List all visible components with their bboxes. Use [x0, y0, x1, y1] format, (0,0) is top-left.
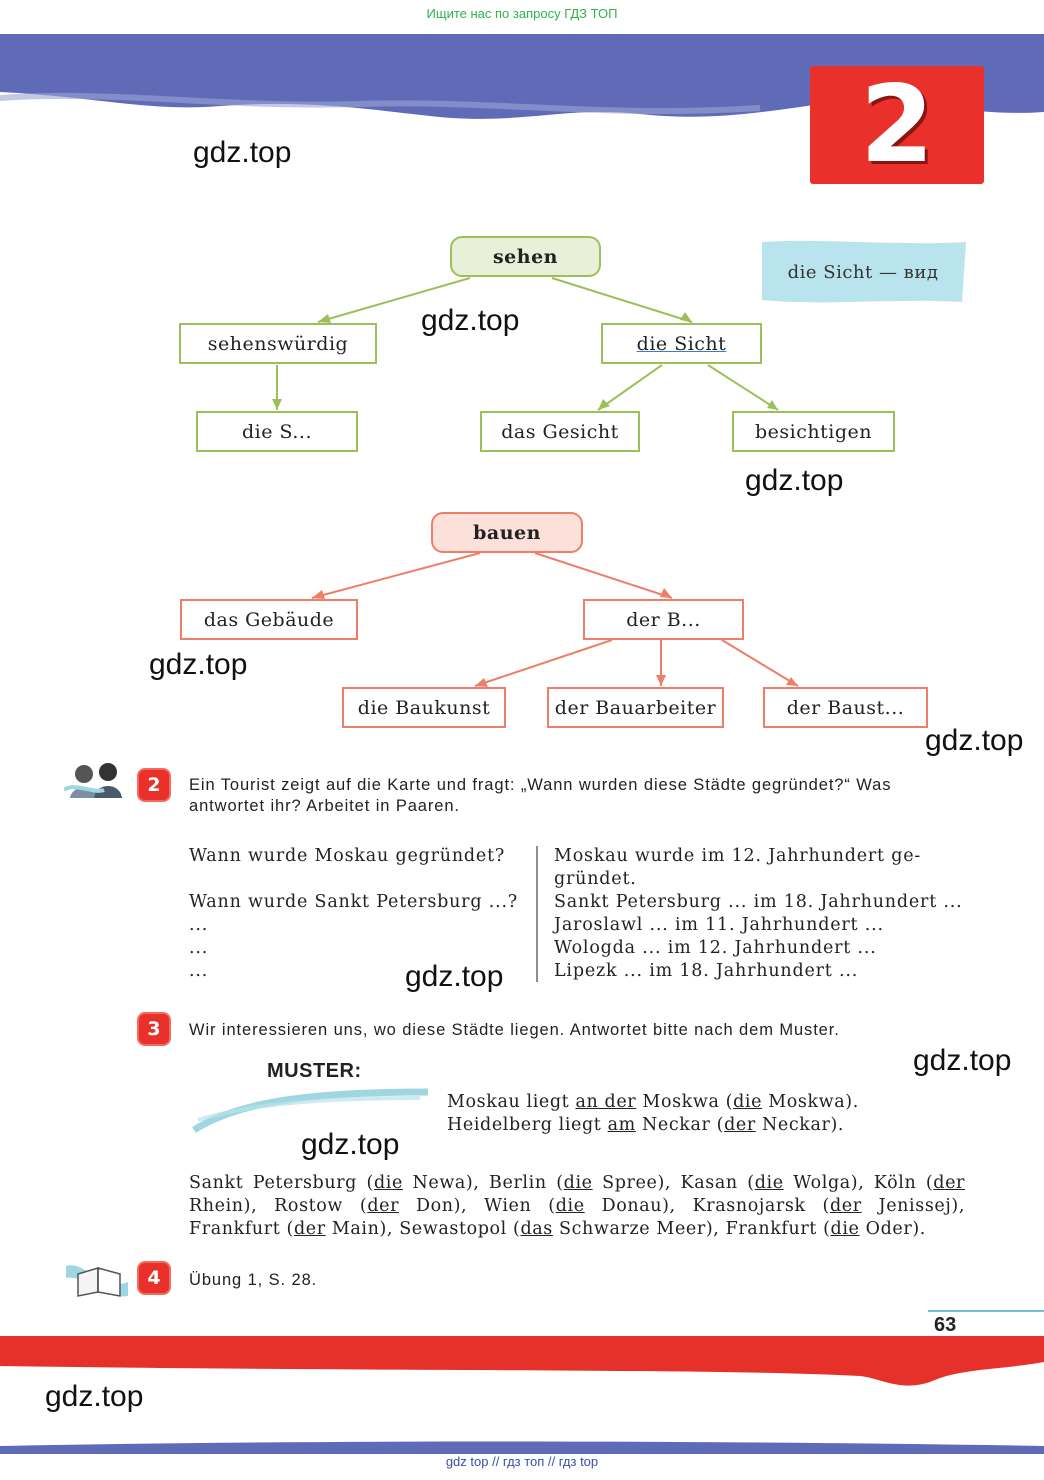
sehen-tree-connectors [276, 277, 779, 411]
book-icon [66, 1265, 128, 1297]
word-node-label: die Sicht [636, 332, 727, 355]
word-node: der B... [583, 599, 744, 640]
answer-column: Moskau wurde im 12. Jahrhundert ge- grün… [554, 845, 974, 983]
header-blue-band [0, 34, 1044, 119]
watermark: gdz.top [925, 724, 1024, 757]
task-number-badge: 3 [139, 1014, 169, 1044]
answer-line: Lipezk ... im 18. Jahrhundert ... [554, 961, 859, 981]
task-instruction: Übung 1, S. 28. [189, 1271, 318, 1289]
vocabulary-note: die Sicht — вид [787, 261, 939, 283]
note-teal-band [762, 240, 966, 303]
question-line: ... [189, 915, 209, 935]
answer-line: gründet. [554, 869, 637, 889]
word-node: besichtigen [732, 411, 895, 452]
chapter-number: 2 [860, 63, 934, 186]
chapter-number-badge: 2 [810, 66, 984, 184]
question-line: ... [189, 961, 209, 981]
watermark: gdz.top [421, 304, 520, 337]
watermark: gdz.top [913, 1044, 1012, 1077]
answer-line: Moskau wurde im 12. Jahrhundert ge- [554, 846, 922, 866]
answer-line: Jaroslawl ... im 11. Jahrhundert ... [554, 915, 884, 935]
page-number: 63 [934, 1314, 957, 1336]
footer-blue-band [0, 1441, 1044, 1454]
watermark: gdz.top [405, 960, 504, 993]
watermark: gdz.top [301, 1128, 400, 1161]
muster-example: Moskau liegt an der Moskwa (die Moskwa).… [447, 1092, 859, 1135]
watermark: gdz.top [149, 648, 248, 681]
task-number-badge: 2 [139, 770, 169, 800]
exercise-text: Sankt Petersburg (die Newa), Berlin (die… [189, 1173, 966, 1239]
muster-label: MUSTER: [267, 1060, 362, 1082]
task-number-badge: 4 [139, 1263, 169, 1293]
word-node: die S... [196, 411, 358, 452]
watermark: gdz.top [745, 464, 844, 497]
watermark: gdz.top [193, 136, 292, 169]
footer-red-band [0, 1336, 1044, 1386]
word-node: die Sicht [601, 323, 762, 364]
word-node: die Baukunst [342, 687, 506, 728]
answer-line: Wologda ... im 12. Jahrhundert ... [554, 938, 877, 958]
word-node: sehenswürdig [179, 323, 377, 364]
word-tree-root-bauen: bauen [431, 512, 583, 553]
muster-swash [192, 1088, 429, 1133]
bauen-tree-arrowheads [312, 588, 798, 687]
word-node: das Gesicht [480, 411, 640, 452]
word-node: der Baust... [763, 687, 928, 728]
answer-line: Sankt Petersburg ... im 18. Jahrhundert … [554, 892, 963, 912]
muster-swash-2 [197, 1096, 421, 1122]
task-instruction: Ein Tourist zeigt auf die Karte und frag… [189, 776, 892, 815]
sehen-tree-arrowheads [272, 312, 778, 410]
watermark: gdz.top [45, 1380, 144, 1413]
task-instruction: Wir interessieren uns, wo diese Städte l… [189, 1021, 840, 1039]
search-hint-text: Ищите нас по запросу ГДЗ ТОП [426, 6, 618, 21]
word-tree-root-sehen: sehen [450, 236, 601, 277]
question-line: ... [189, 938, 209, 958]
pair-work-icon [64, 763, 122, 798]
word-node: das Gebäude [180, 599, 358, 640]
header-light-stroke [0, 92, 761, 115]
question-line: Wann wurde Sankt Petersburg ...? [189, 892, 518, 912]
question-column: Wann wurde Moskau gegründet? Wann wurde … [189, 845, 529, 983]
footer-links[interactable]: gdz top // гдз топ // гдз top [445, 1454, 599, 1469]
question-line [189, 868, 529, 891]
question-line: Wann wurde Moskau gegründet? [189, 846, 506, 866]
word-node: der Bauarbeiter [547, 687, 724, 728]
